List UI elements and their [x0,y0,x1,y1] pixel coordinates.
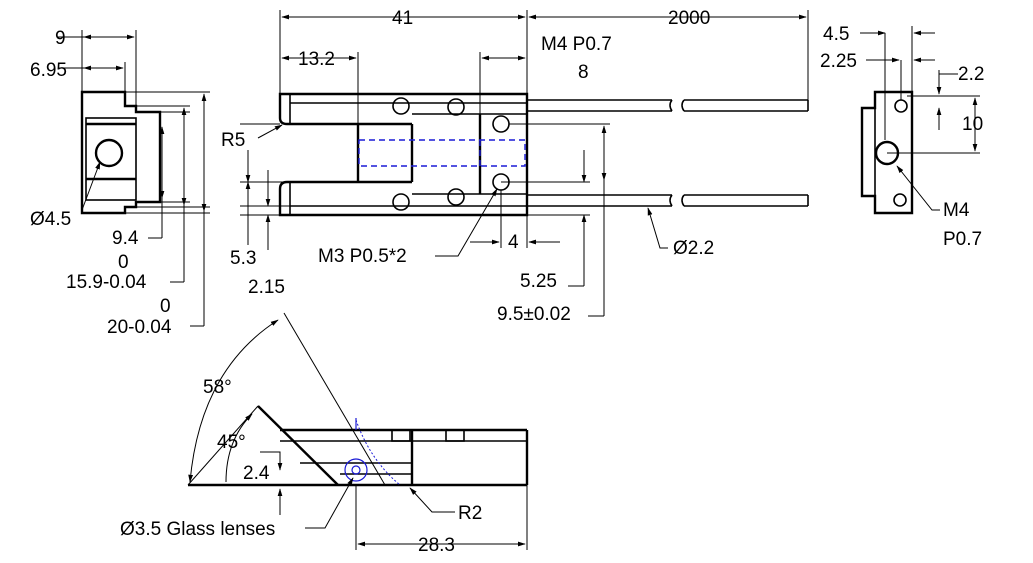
side-view: 4.5 2.25 2.2 10 M4 P0.7 [820,24,984,250]
top-thread-m4: M4 P0.7 [541,34,612,55]
bottom-angle-58: 58° [203,377,232,398]
hidden-bore [358,139,526,167]
fiber-upper [527,99,809,112]
front-dim-20: 20-0.04 [107,317,172,338]
side-dim-2-2: 2.2 [958,64,984,85]
top-view-upper-arm [290,92,529,217]
bottom-radius-r2: R2 [458,503,482,524]
front-hole-label: Ø4.5 [30,209,71,230]
top-dim-2-15: 2.15 [248,277,285,298]
front-dim-9-4: 9.4 [112,228,139,249]
front-hole-4-5 [94,138,124,168]
top-depth-8: 8 [578,62,589,83]
side-dim-4-5: 4.5 [823,24,849,45]
side-dim-10: 10 [962,114,983,135]
side-thread-m4: M4 [943,200,970,221]
front-dim-9: 9 [55,28,66,49]
top-dim-5-25: 5.25 [520,271,557,292]
top-radius-r5: R5 [221,130,245,151]
bottom-lens-label: Ø3.5 Glass lenses [120,519,275,540]
bottom-dim-2-4: 2.4 [243,463,270,484]
top-dim-13-2: 13.2 [298,49,335,70]
front-tol-20-upper: 0 [160,296,171,317]
top-view: 41 2000 13.2 M4 P0.7 8 R5 5.3 2.15 M3 P0… [221,8,809,325]
top-dim-5-3: 5.3 [230,248,256,269]
top-thread-m3: M3 P0.5*2 [318,246,407,267]
fiber-lower [527,194,809,207]
top-fiber-dia: Ø2.2 [673,238,714,259]
front-dim-15-9: 15.9-0.04 [66,272,147,293]
side-dim-2-25: 2.25 [820,51,857,72]
front-view: 9 6.95 Ø4.5 9.4 0 15.9-0.04 0 20-0.04 [30,28,210,338]
bottom-view: 58° 45° 2.4 Ø3.5 Glass lenses R2 28.3 [120,312,529,556]
front-view-pocket [85,117,137,201]
front-tol-15-9-upper: 0 [118,252,129,273]
top-dim-41: 41 [392,8,413,29]
top-dim-9-5: 9.5±0.02 [497,304,571,325]
front-dim-6-95: 6.95 [30,60,67,81]
top-dim-2000: 2000 [668,8,710,29]
bottom-angle-45: 45° [217,432,246,453]
bottom-dim-28-3: 28.3 [418,535,455,556]
top-dim-4: 4 [508,232,519,253]
side-pitch: P0.7 [943,229,982,250]
